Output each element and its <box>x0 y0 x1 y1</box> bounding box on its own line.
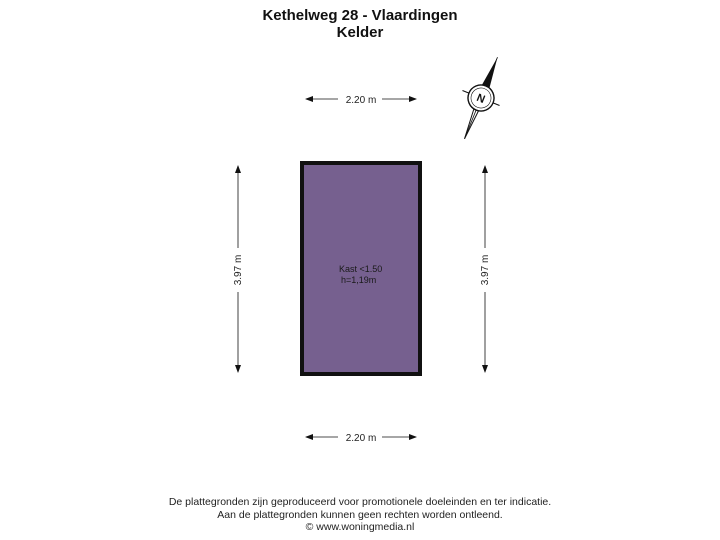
dimension-top: 2.20 m <box>305 95 417 106</box>
room-area <box>300 161 422 376</box>
dimension-left-label: 3.97 m <box>233 255 244 286</box>
dimension-left: 3.97 m <box>233 165 244 373</box>
dimension-top-label: 2.20 m <box>346 95 377 106</box>
disclaimer-line-2: Aan de plattegronden kunnen geen rechten… <box>217 508 503 521</box>
dimension-bottom: 2.20 m <box>305 433 417 444</box>
disclaimer-line-3: © www.woningmedia.nl <box>305 521 415 533</box>
room-height-note: h=1,19m <box>341 275 376 285</box>
disclaimer: De plattegronden zijn geproduceerd voor … <box>0 496 720 534</box>
page-title: Kethelweg 28 - Vlaardingen <box>262 7 458 24</box>
disclaimer-line-1: De plattegronden zijn geproduceerd voor … <box>168 496 552 508</box>
floor-title: Kelder <box>336 24 384 41</box>
dimension-bottom-label: 2.20 m <box>346 433 377 444</box>
room-kast: Kast <1.50 h=1,19m <box>300 161 422 376</box>
dimension-right: 3.97 m <box>480 165 491 373</box>
room-name: Kast <1.50 <box>339 264 382 274</box>
dimension-right-label: 3.97 m <box>480 255 491 286</box>
north-arrow-icon: N <box>462 57 500 140</box>
compass-letter: N <box>475 92 487 106</box>
